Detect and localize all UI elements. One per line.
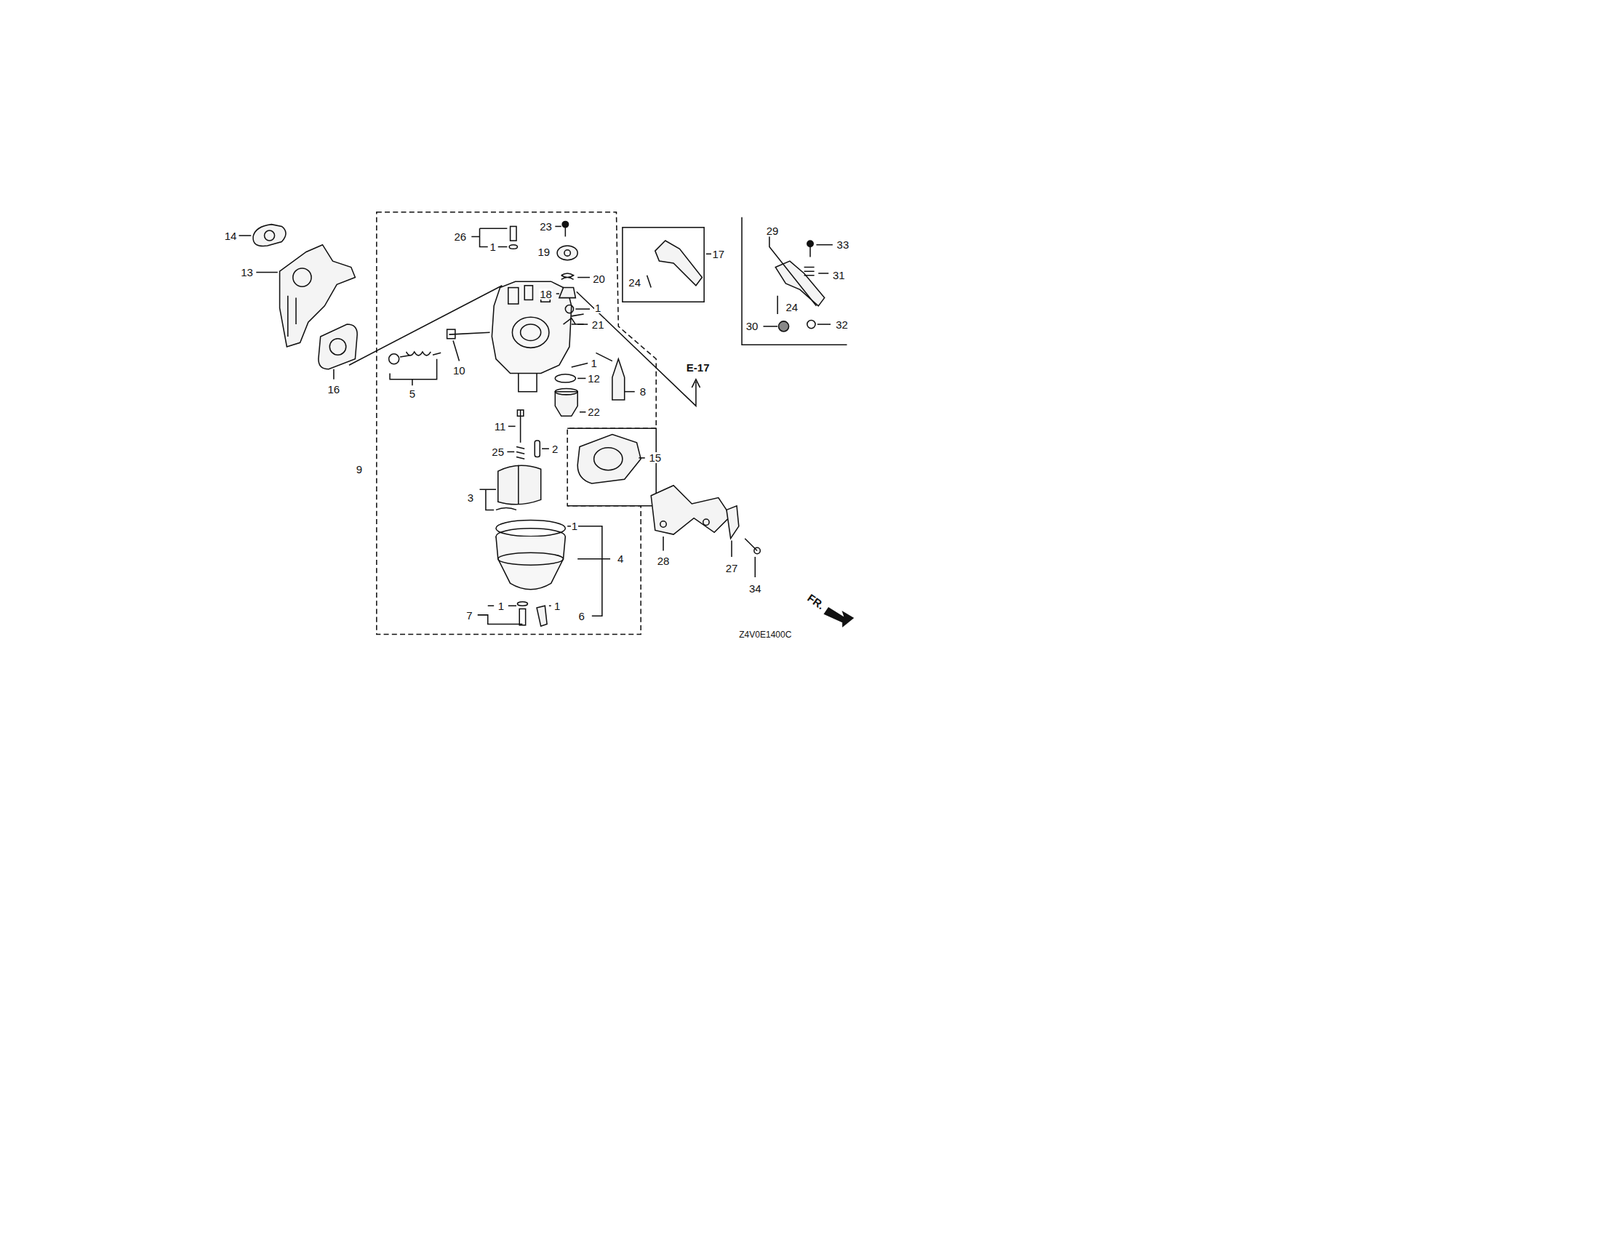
governor-lever: [762, 236, 832, 331]
group-frame: [567, 428, 656, 507]
callout-number: 19: [536, 246, 551, 258]
clip: [595, 352, 635, 400]
callout-number: 17: [711, 248, 726, 260]
callout-number: 2: [551, 443, 559, 455]
callout-number: 24: [627, 277, 642, 288]
callout-number: 22: [586, 406, 601, 418]
float-valve: [506, 410, 550, 459]
pilot-screw: [389, 352, 442, 386]
callout-number: 23: [538, 221, 553, 232]
float: [480, 465, 542, 511]
lever: [647, 240, 713, 288]
callout-number: 31: [832, 269, 846, 281]
callout-number: 26: [453, 231, 467, 243]
group-frame: [741, 217, 847, 345]
callout-number: 24: [784, 301, 799, 313]
callout-number: 32: [834, 319, 849, 331]
drain-bolt: [477, 602, 552, 627]
callout-number: 1: [570, 520, 579, 532]
callout-number: 28: [656, 555, 671, 567]
reference-line: [576, 291, 701, 406]
callout-number: 15: [648, 452, 662, 464]
callout-number: 1: [489, 241, 497, 253]
callout-number: 11: [493, 421, 507, 432]
callout-number: 25: [490, 446, 505, 458]
callout-number: 33: [836, 239, 851, 251]
callout-number: FR.: [805, 592, 827, 612]
callout-number: 30: [745, 320, 760, 332]
callout-number: 16: [326, 384, 341, 395]
jet-parts: [554, 362, 588, 416]
group-frame: [376, 212, 656, 635]
callout-number: 1: [497, 600, 505, 612]
group-frame: [622, 227, 704, 302]
throttle-stop-screw: [447, 329, 491, 361]
gasket: [577, 434, 646, 484]
callout-number: 3: [466, 492, 475, 504]
callout-number: 1: [553, 600, 561, 612]
callout-number: 29: [765, 225, 780, 237]
callout-number: 9: [355, 464, 363, 475]
callout-number: 6: [578, 610, 586, 622]
gasket: [238, 224, 286, 247]
callout-number: 7: [465, 610, 473, 622]
callout-number: 20: [592, 273, 606, 285]
callout-number: 8: [639, 386, 647, 398]
float-bowl: [496, 520, 611, 616]
callout-number: 4: [616, 553, 624, 565]
callout-number: E-17: [685, 362, 711, 374]
choke-parts: [554, 221, 590, 325]
callout-number: 12: [586, 373, 601, 384]
callout-number: 27: [725, 562, 739, 574]
callout-number: 34: [748, 583, 763, 595]
callout-number: 18: [538, 288, 553, 300]
front-arrow: [824, 608, 854, 627]
gasket: [318, 285, 503, 380]
callout-number: Z4V0E1400C: [738, 630, 792, 640]
callout-number: 1: [589, 357, 598, 369]
callout-number: 14: [224, 230, 238, 242]
callout-number: 21: [591, 319, 606, 331]
callout-number: 13: [240, 266, 254, 278]
control-bracket: [650, 485, 760, 578]
callout-number: 1: [594, 302, 602, 314]
callout-number: 5: [408, 388, 416, 400]
carburetor-body: [491, 281, 584, 392]
callout-number: 10: [452, 365, 467, 376]
